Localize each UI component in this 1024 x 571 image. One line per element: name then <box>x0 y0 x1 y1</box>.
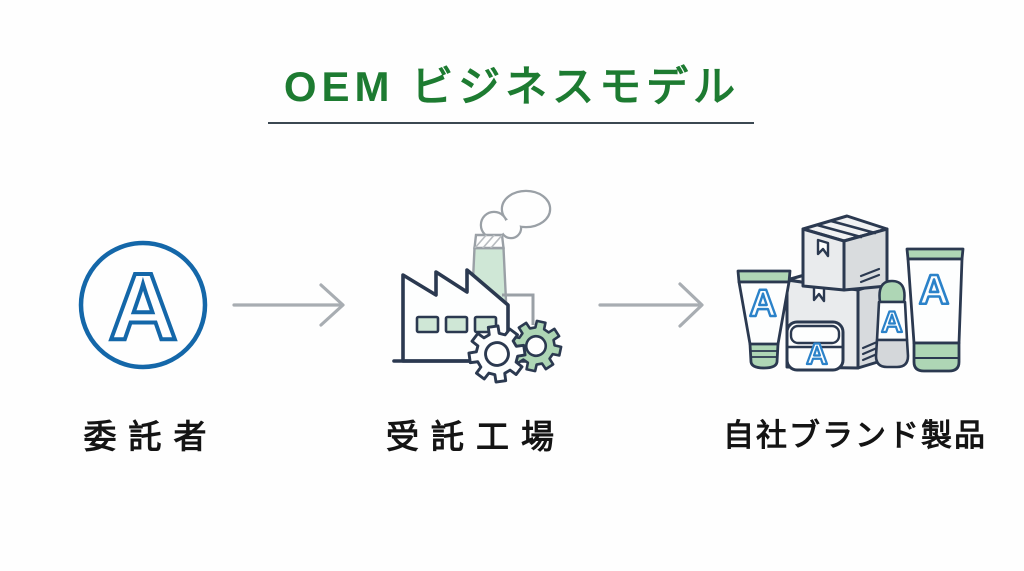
tube-cap-lines <box>750 350 778 358</box>
box-tape-lines <box>859 267 881 284</box>
brand-letter: A <box>881 306 903 339</box>
tube-left-icon: A <box>736 269 792 370</box>
pipe <box>502 293 535 325</box>
box-tape-lines <box>861 340 879 362</box>
arrow-right-icon <box>598 282 704 328</box>
smoke-icon <box>479 189 552 240</box>
arrow-right-icon <box>232 283 345 327</box>
box-top <box>801 214 889 292</box>
box-ribbon <box>816 238 830 258</box>
connector-1 <box>228 275 358 335</box>
bottle-base <box>874 338 910 369</box>
title-underline <box>268 122 754 124</box>
arrow-head <box>319 283 345 327</box>
brand-products-icon: A A A <box>736 214 965 373</box>
bottle-cap <box>878 279 906 304</box>
node-label-consignor: 委託者 <box>83 418 219 455</box>
jar-lid <box>789 324 841 345</box>
factory-icon <box>392 189 567 385</box>
brand-letter: A <box>749 283 776 325</box>
bottle-icon: A <box>874 279 910 369</box>
brand-letter: A <box>806 338 828 371</box>
node-label-own-brand-products: 自社ブランド製品 <box>723 418 987 453</box>
brand-letter: A <box>109 254 178 360</box>
factory-windows <box>415 315 498 334</box>
gear-icon-green <box>505 315 567 377</box>
circle-a-icon: A <box>78 240 208 370</box>
gear-icon-white <box>464 321 530 385</box>
own-brand-products-node: A A A <box>718 198 988 398</box>
chimney-hatch <box>474 235 504 248</box>
node-label-contract-factory: 受託工場 <box>386 418 566 455</box>
brand-circle <box>78 240 208 370</box>
consignor-node: A <box>63 225 223 385</box>
jar-icon: A <box>785 320 845 372</box>
brand-letter: A <box>919 266 949 313</box>
tube-right-icon: A <box>905 247 965 373</box>
window <box>444 315 469 334</box>
box-top-tape <box>815 219 877 239</box>
arrow-head <box>678 282 704 328</box>
contract-factory-node <box>390 185 590 385</box>
window <box>415 315 440 334</box>
tube-cap <box>748 342 780 370</box>
page-title: OEM ビジネスモデル <box>283 63 741 110</box>
connector-2 <box>592 275 722 335</box>
tube-seal <box>905 247 965 261</box>
tube-seal <box>736 269 792 284</box>
